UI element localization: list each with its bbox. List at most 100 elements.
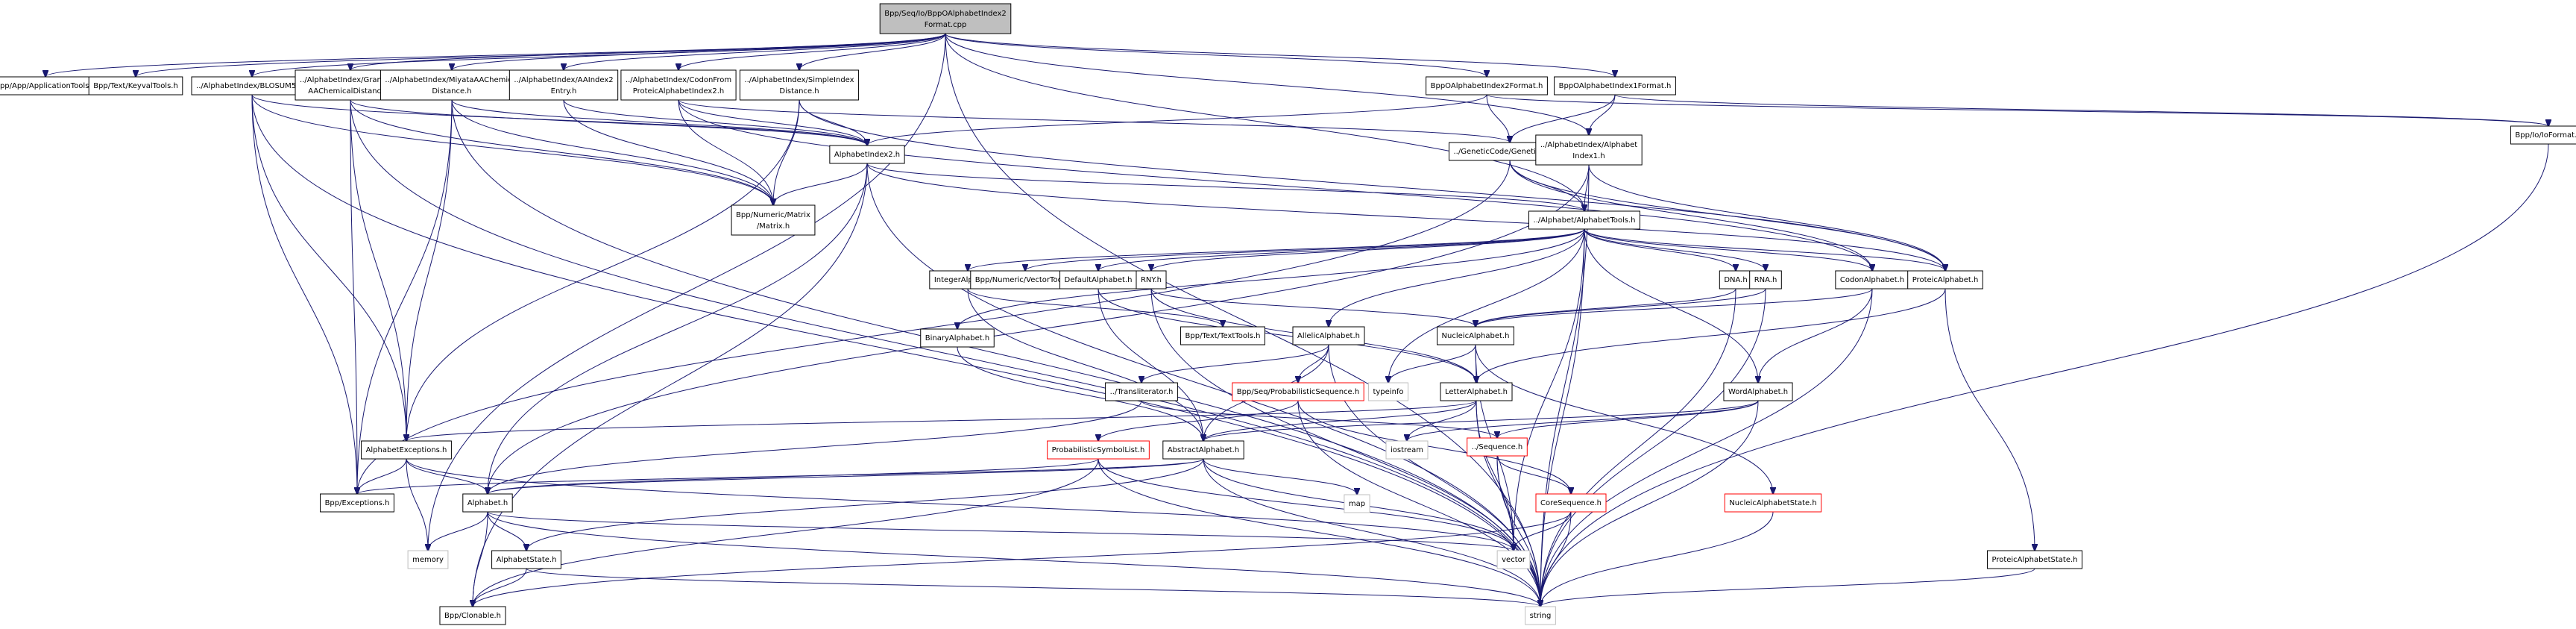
edge-word-to-string (1540, 400, 1759, 607)
edge-aidx1-to-proteic (1588, 164, 1945, 271)
node-label: NucleicAlphabet.h (1442, 332, 1510, 340)
edge-coreseq-to-clonable (473, 511, 1572, 607)
edges-layer (45, 33, 2548, 607)
graph-node-proteic[interactable]: ProteicAlphabet.h (1907, 270, 1983, 290)
graph-node-codonfrom[interactable]: ../AlphabetIndex/CodonFromProteicAlphabe… (620, 69, 737, 101)
graph-node-rna[interactable]: RNA.h (1749, 270, 1782, 290)
graph-node-ioformat[interactable]: Bpp/Io/IoFormat.h (2510, 125, 2576, 145)
node-box (2510, 125, 2576, 145)
graph-node-memory[interactable]: memory (407, 550, 449, 569)
edge-miyata-to-matrix (451, 99, 773, 205)
graph-node-aexc[interactable]: AlphabetExceptions.h (361, 440, 452, 460)
edge-atools-to-dna (1584, 228, 1736, 271)
edge-astate-to-string (526, 568, 1540, 607)
edge-abstract-to-astate (526, 458, 1204, 551)
graph-node-atools[interactable]: ../Alphabet/AlphabetTools.h (1528, 210, 1640, 230)
graph-node-typeinfo[interactable]: typeinfo (1367, 382, 1409, 401)
graph-node-root[interactable]: Bpp/Seq/Io/BppOAlphabetIndex2Format.cpp (879, 3, 1012, 34)
graph-node-map[interactable]: map (1344, 494, 1370, 513)
edge-letter-to-aexc (406, 400, 1477, 441)
graph-node-astate[interactable]: AlphabetState.h (491, 550, 561, 569)
edge-aidx1-to-string (1540, 164, 1590, 607)
node-label: ../AlphabetIndex/AAIndex2 (514, 76, 613, 84)
edge-root-to-bppo2 (945, 33, 1487, 77)
node-label: IntegerAlphabet.h (934, 276, 1001, 284)
node-label: ProbabilisticSymbolList.h (1052, 446, 1145, 454)
graph-node-nucstate[interactable]: NucleicAlphabetState.h (1724, 493, 1822, 513)
graph-node-dna[interactable]: DNA.h (1719, 270, 1753, 290)
graph-node-sequence[interactable]: ../Sequence.h (1467, 437, 1528, 457)
node-label: Bpp/Exceptions.h (325, 499, 390, 507)
edge-atools-to-rna (1584, 228, 1766, 271)
edge-atools-to-vector (1514, 228, 1585, 551)
node-label: string (1530, 612, 1552, 620)
node-box (1535, 493, 1607, 513)
edge-aidx2-to-string (866, 163, 1540, 607)
graph-node-nucleic[interactable]: NucleicAlphabet.h (1437, 326, 1514, 345)
edge-word-to-iostream (1407, 400, 1759, 441)
graph-node-translit[interactable]: ../Transliterator.h (1105, 382, 1178, 401)
edge-sequence-to-coreseq (1496, 455, 1571, 494)
edge-simpleidx-to-proteic (799, 99, 1945, 271)
edge-miyata-to-string (451, 99, 1540, 607)
graph-node-letter[interactable]: LetterAlphabet.h (1440, 382, 1513, 401)
graph-node-allelic[interactable]: AllelicAlphabet.h (1292, 326, 1365, 345)
graph-node-blosum[interactable]: ../AlphabetIndex/BLOSUM50.h (191, 76, 313, 96)
node-box (1723, 382, 1793, 401)
node-box (739, 69, 860, 101)
graph-node-aidx2[interactable]: AlphabetIndex2.h (829, 145, 905, 164)
graph-node-iostream[interactable]: iostream (1385, 440, 1429, 460)
graph-node-matrix[interactable]: Bpp/Numeric/Matrix/Matrix.h (731, 204, 816, 236)
graph-node-alphabet[interactable]: Alphabet.h (462, 493, 513, 513)
edge-genetic-to-exceptions (357, 160, 1511, 494)
graph-node-abstract[interactable]: AbstractAlphabet.h (1162, 440, 1244, 460)
edge-abstract-to-string (1203, 458, 1540, 607)
node-box (829, 145, 905, 164)
graph-node-bppo1[interactable]: BppOAlphabetIndex1Format.h (1554, 76, 1676, 96)
graph-node-probsym[interactable]: ProbabilisticSymbolList.h (1047, 440, 1150, 460)
node-box (1292, 326, 1365, 345)
graph-node-texttools[interactable]: Bpp/Text/TextTools.h (1180, 326, 1265, 345)
graph-node-binary[interactable]: BinaryAlphabet.h (920, 328, 995, 348)
edge-intalpha-to-abstract (967, 288, 1203, 441)
edge-translit-to-alphabet (488, 400, 1142, 494)
node-box (1440, 382, 1513, 401)
graph-node-keyval[interactable]: Bpp/Text/KeyvalTools.h (88, 76, 183, 96)
edge-root-to-aidx1 (945, 33, 1589, 135)
graph-node-bppo2[interactable]: BppOAlphabetIndex2Format.h (1426, 76, 1548, 96)
node-label: Bpp/Io/IoFormat.h (2515, 131, 2576, 140)
graph-node-vector[interactable]: vector (1496, 550, 1531, 569)
graph-node-codon[interactable]: CodonAlphabet.h (1835, 270, 1909, 290)
edge-probseq-to-coreseq (1297, 400, 1571, 494)
graph-node-rny[interactable]: RNY.h (1136, 270, 1167, 290)
edge-nucstate-to-string (1540, 511, 1774, 607)
node-label: /Matrix.h (757, 222, 790, 231)
graph-node-protstate[interactable]: ProteicAlphabetState.h (1986, 550, 2083, 569)
graph-node-probseq[interactable]: Bpp/Seq/ProbabilisticSequence.h (1232, 382, 1364, 401)
graph-node-apptools[interactable]: Bpp/App/ApplicationTools.h (0, 76, 101, 96)
graph-node-exceptions[interactable]: Bpp/Exceptions.h (320, 493, 394, 513)
edge-rna-to-nucleic (1476, 288, 1766, 327)
graph-node-defalpha[interactable]: DefaultAlphabet.h (1059, 270, 1137, 290)
edge-binary-to-abstract (957, 346, 1203, 441)
edge-grantham-to-aidx2 (350, 99, 867, 145)
graph-node-aidx1[interactable]: ../AlphabetIndex/AlphabetIndex1.h (1535, 134, 1643, 166)
node-label: Bpp/App/ApplicationTools.h (0, 82, 96, 90)
graph-node-miyata[interactable]: ../AlphabetIndex/MiyataAAChemicalDistanc… (380, 69, 524, 101)
graph-node-coreseq[interactable]: CoreSequence.h (1535, 493, 1607, 513)
node-label: ../GeneticCode/GeneticCode.h (1454, 148, 1566, 156)
edge-proteic-to-protstate (1944, 288, 2035, 551)
edge-root-to-string (945, 33, 1540, 607)
edge-aexc-to-exceptions (357, 458, 407, 494)
node-label: CoreSequence.h (1540, 499, 1602, 507)
node-box (879, 3, 1012, 34)
graph-node-string[interactable]: string (1525, 606, 1556, 625)
edge-word-to-sequence (1497, 400, 1759, 438)
node-label: AbstractAlphabet.h (1168, 446, 1239, 454)
graph-node-clonable[interactable]: Bpp/Clonable.h (439, 606, 506, 625)
node-label: DNA.h (1724, 276, 1747, 284)
graph-node-word[interactable]: WordAlphabet.h (1723, 382, 1793, 401)
edge-genetic-to-proteic (1509, 160, 1945, 271)
